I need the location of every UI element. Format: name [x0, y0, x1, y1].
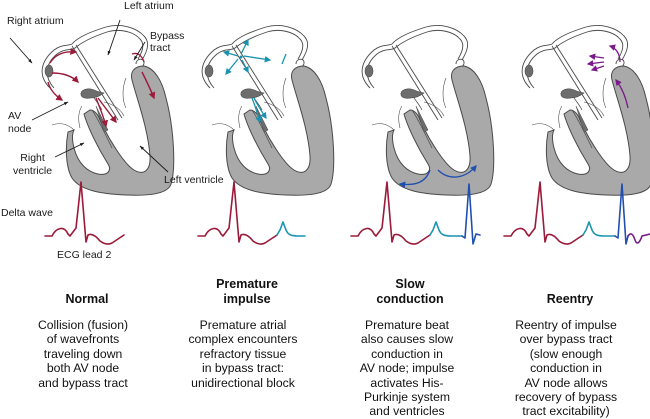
panel-title-reentry: Reentry	[546, 292, 594, 306]
heart-illustration	[521, 24, 650, 196]
arrow-apex-left	[398, 169, 431, 188]
arrow-ectopic-down	[241, 59, 249, 74]
panel-slow	[361, 24, 495, 196]
arrow-sa-to-av	[51, 72, 79, 83]
ecg-premature	[197, 181, 306, 245]
conduction-arrows	[222, 38, 287, 124]
ecg-reentry-wave	[627, 233, 650, 244]
label-delta-wave: Delta wave	[1, 207, 53, 219]
heart-illustration	[201, 24, 335, 196]
label-bypass-tract: Bypass tract	[150, 30, 185, 54]
pointer-bypass-tract	[133, 41, 146, 61]
ecg-reentry	[503, 181, 650, 245]
panel-title-slow: Slow conduction	[376, 277, 444, 306]
panel-description-reentry: Reentry of impulse over bypass tract (sl…	[514, 318, 618, 419]
label-right-ventricle: Right ventricle	[13, 152, 53, 177]
panel-premature	[201, 24, 335, 196]
arrow-ectopic-down-left	[225, 58, 239, 76]
arrow-bypass-retro	[608, 44, 621, 63]
pointer-right-ventricle	[54, 142, 85, 158]
arrow-atrium-2	[586, 60, 605, 67]
ecg-traces	[44, 181, 650, 245]
conduction-arrows	[398, 165, 477, 188]
ectopic-focus	[239, 55, 243, 59]
heart-illustration	[361, 24, 495, 196]
pointer-left-atrium	[107, 19, 121, 56]
pointer-left-ventricle	[139, 145, 169, 173]
conduction-arrows	[586, 44, 629, 109]
label-left-atrium: Left atrium	[124, 0, 174, 12]
arrow-apex-right	[437, 165, 477, 178]
ecg-normal-beat	[197, 181, 278, 245]
panel-normal	[41, 24, 175, 196]
arrow-lv-up	[615, 78, 629, 109]
conduction-arrows	[47, 47, 156, 128]
arrow-bypass-down	[141, 71, 156, 100]
arrow-ectopic-up	[240, 38, 249, 55]
pointer-delta-wave	[68, 218, 70, 232]
arrow-av-his-2	[97, 97, 117, 124]
panel-description-slow: Premature beat also causes slow conducti…	[359, 318, 455, 419]
panel-reentry	[521, 24, 650, 196]
panel-title-normal: Normal	[65, 292, 109, 306]
label-left-ventricle: Left ventricle	[164, 174, 224, 186]
ecg-slow	[350, 181, 481, 245]
arrow-sa-to-atrium-top	[49, 47, 78, 64]
panel-description-premature: Premature atrial complex encounters refr…	[188, 318, 298, 390]
arrow-ectopic-right	[243, 55, 272, 63]
arrow-atrium-1	[588, 53, 605, 60]
arrow-ectopic-left	[222, 50, 239, 57]
panel-description-normal: Collision (fusion) of wavefronts traveli…	[37, 318, 129, 390]
ecg-normal-beat	[350, 181, 431, 245]
ecg-normal-beat	[44, 181, 125, 245]
block-bypass	[281, 53, 287, 65]
ecg-slow-qrs	[614, 183, 629, 245]
label-ecg-lead: ECG lead 2	[57, 249, 112, 261]
pointer-av-node	[31, 101, 69, 121]
ecg-premature-p-wave	[276, 221, 306, 237]
annotations	[9, 19, 169, 173]
arrow-bypass-over	[131, 52, 145, 63]
ecg-slow-qrs	[461, 183, 481, 245]
label-right-atrium: Right atrium	[7, 15, 64, 27]
arrow-av-his-2	[251, 97, 262, 124]
arrow-sa-down	[47, 81, 64, 101]
label-av-node: AV node	[8, 110, 32, 135]
ecg-premature-p-wave	[429, 221, 463, 237]
ecg-normal	[44, 181, 125, 245]
ecg-normal-beat	[503, 181, 584, 245]
ecg-premature-p-wave	[582, 221, 616, 237]
arrow-av-his-1	[253, 97, 267, 120]
pointer-right-atrium	[9, 37, 33, 64]
panel-title-premature: Premature impulse	[216, 277, 278, 306]
arrow-av-his-1	[95, 97, 109, 128]
arrow-atrium-3	[590, 65, 605, 72]
